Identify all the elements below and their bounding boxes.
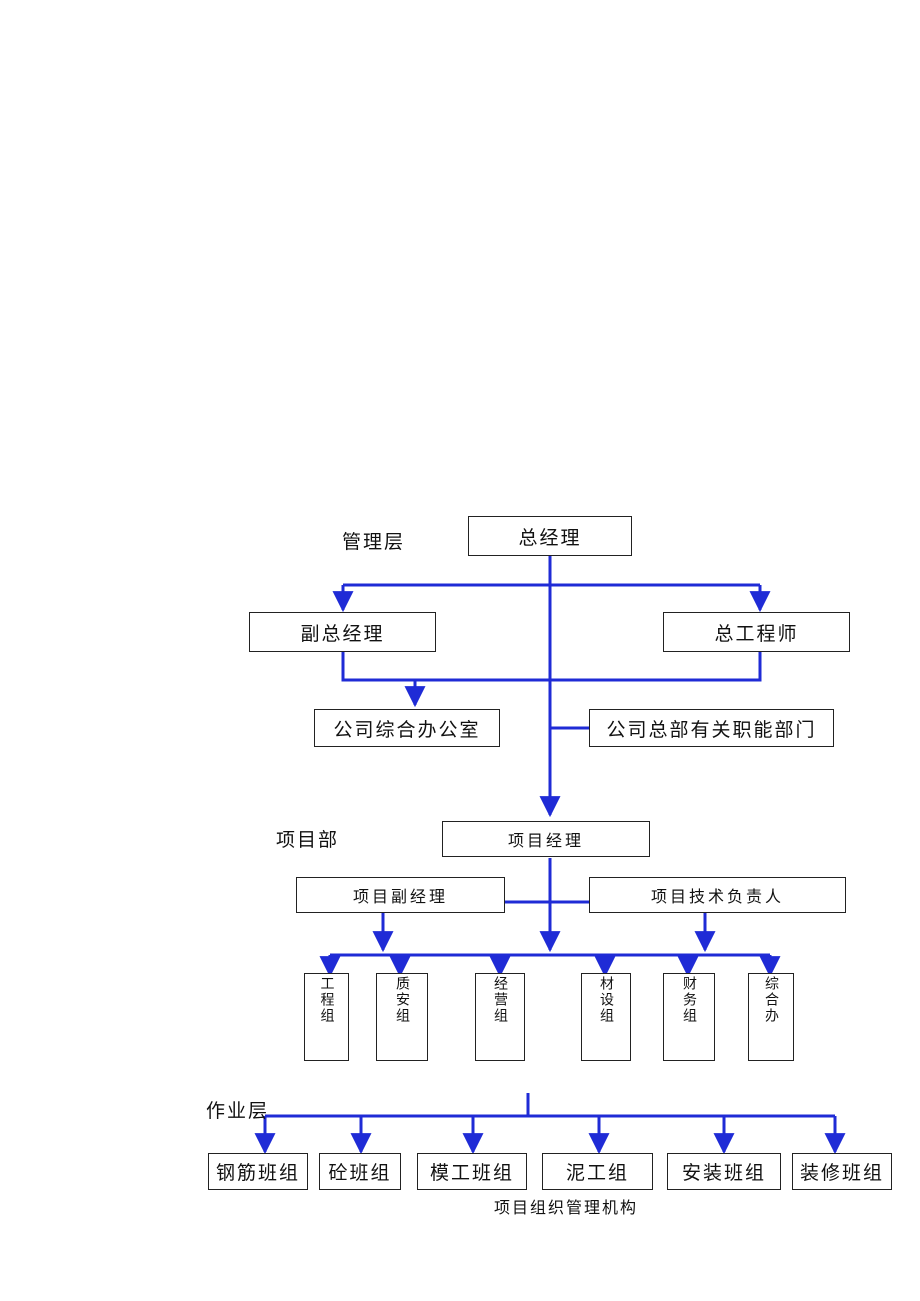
group-label: 质安组 [394, 976, 410, 1024]
team-box-decoration: 装修班组 [792, 1153, 892, 1190]
diagram-caption: 项目组织管理机构 [494, 1198, 639, 1217]
group-box-admin: 综合办 [748, 973, 794, 1061]
box-chief-engineer: 总工程师 [663, 612, 850, 652]
box-general-office: 公司综合办公室 [314, 709, 500, 747]
group-box-business: 经营组 [475, 973, 525, 1061]
layer-label-project: 项目部 [276, 829, 340, 851]
layer-label-operation: 作业层 [206, 1100, 270, 1122]
box-general-manager: 总经理 [468, 516, 632, 556]
team-box-formwork: 模工班组 [417, 1153, 527, 1190]
group-box-finance: 财务组 [663, 973, 715, 1061]
team-box-installation: 安装班组 [667, 1153, 781, 1190]
team-box-masonry: 泥工组 [542, 1153, 653, 1190]
group-label: 财务组 [681, 976, 697, 1024]
box-hq-departments: 公司总部有关职能部门 [589, 709, 834, 747]
team-box-concrete: 砼班组 [319, 1153, 401, 1190]
group-box-engineering: 工程组 [304, 973, 349, 1061]
box-project-tech-lead: 项目技术负责人 [589, 877, 846, 913]
box-deputy-general-manager: 副总经理 [249, 612, 436, 652]
box-project-deputy-manager: 项目副经理 [296, 877, 505, 913]
group-label: 综合办 [763, 976, 779, 1024]
group-label: 材设组 [598, 976, 614, 1024]
group-box-materials: 材设组 [581, 973, 631, 1061]
branch-office [341, 652, 762, 682]
group-box-quality-safety: 质安组 [376, 973, 428, 1061]
group-label: 工程组 [318, 976, 335, 1024]
team-box-rebar: 钢筋班组 [208, 1153, 308, 1190]
group-label: 经营组 [492, 976, 508, 1024]
box-project-manager: 项目经理 [442, 821, 650, 857]
layer-label-management: 管理层 [342, 531, 406, 553]
